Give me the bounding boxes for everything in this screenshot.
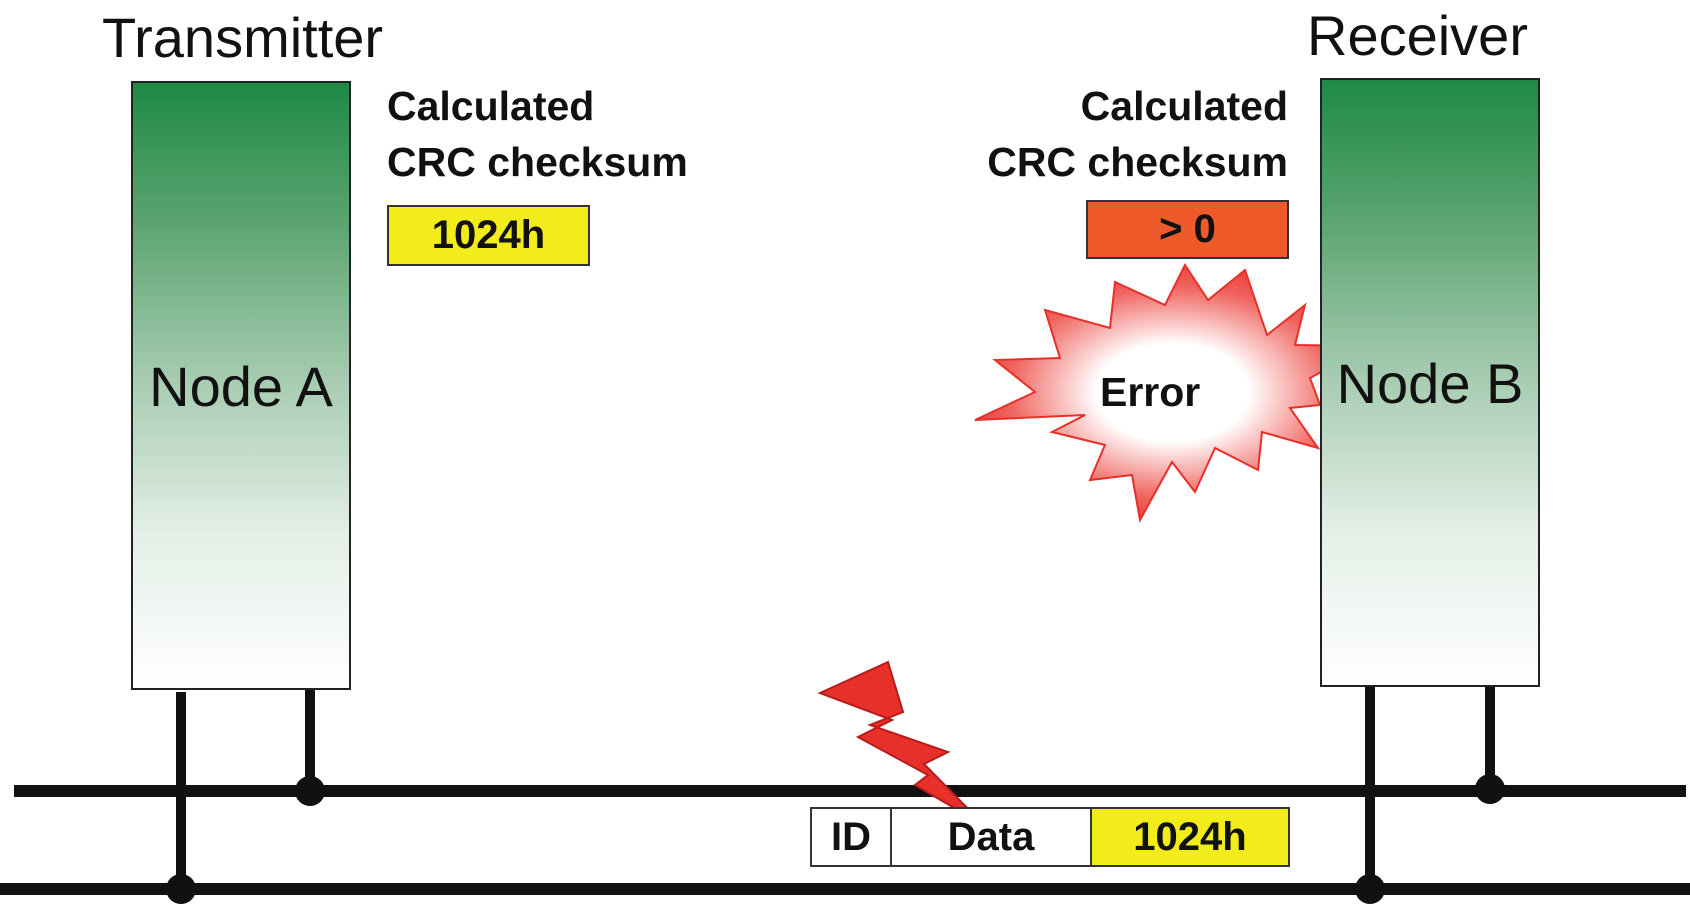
node-a-label: Node A [149, 355, 333, 418]
error-starburst-icon [974, 262, 1371, 523]
node-b-junction-high [1475, 774, 1505, 804]
frame-data-field: Data [947, 814, 1035, 859]
transmitter-crc-label: Calculated CRC checksum [387, 83, 688, 185]
node-b: Node B [1320, 78, 1540, 687]
transmitter-crc-value: 1024h [387, 205, 590, 266]
error-label: Error [1100, 369, 1201, 415]
transmitter-title: Transmitter [102, 6, 384, 69]
node-a: Node A [131, 81, 351, 690]
lightning-bolt-icon [817, 660, 986, 827]
node-a-junction-low [166, 874, 196, 904]
frame-crc-field: 1024h [1090, 809, 1288, 865]
receiver-title: Receiver [1307, 4, 1528, 67]
receiver-crc-value: > 0 [1086, 200, 1289, 259]
node-b-junction-low [1355, 874, 1385, 904]
receiver-crc-label: Calculated CRC checksum [987, 83, 1288, 185]
can-frame: ID Data 1024h [810, 807, 1290, 867]
frame-id-field: ID [812, 809, 892, 865]
node-b-label: Node B [1336, 352, 1524, 415]
node-a-junction-high [295, 776, 325, 806]
